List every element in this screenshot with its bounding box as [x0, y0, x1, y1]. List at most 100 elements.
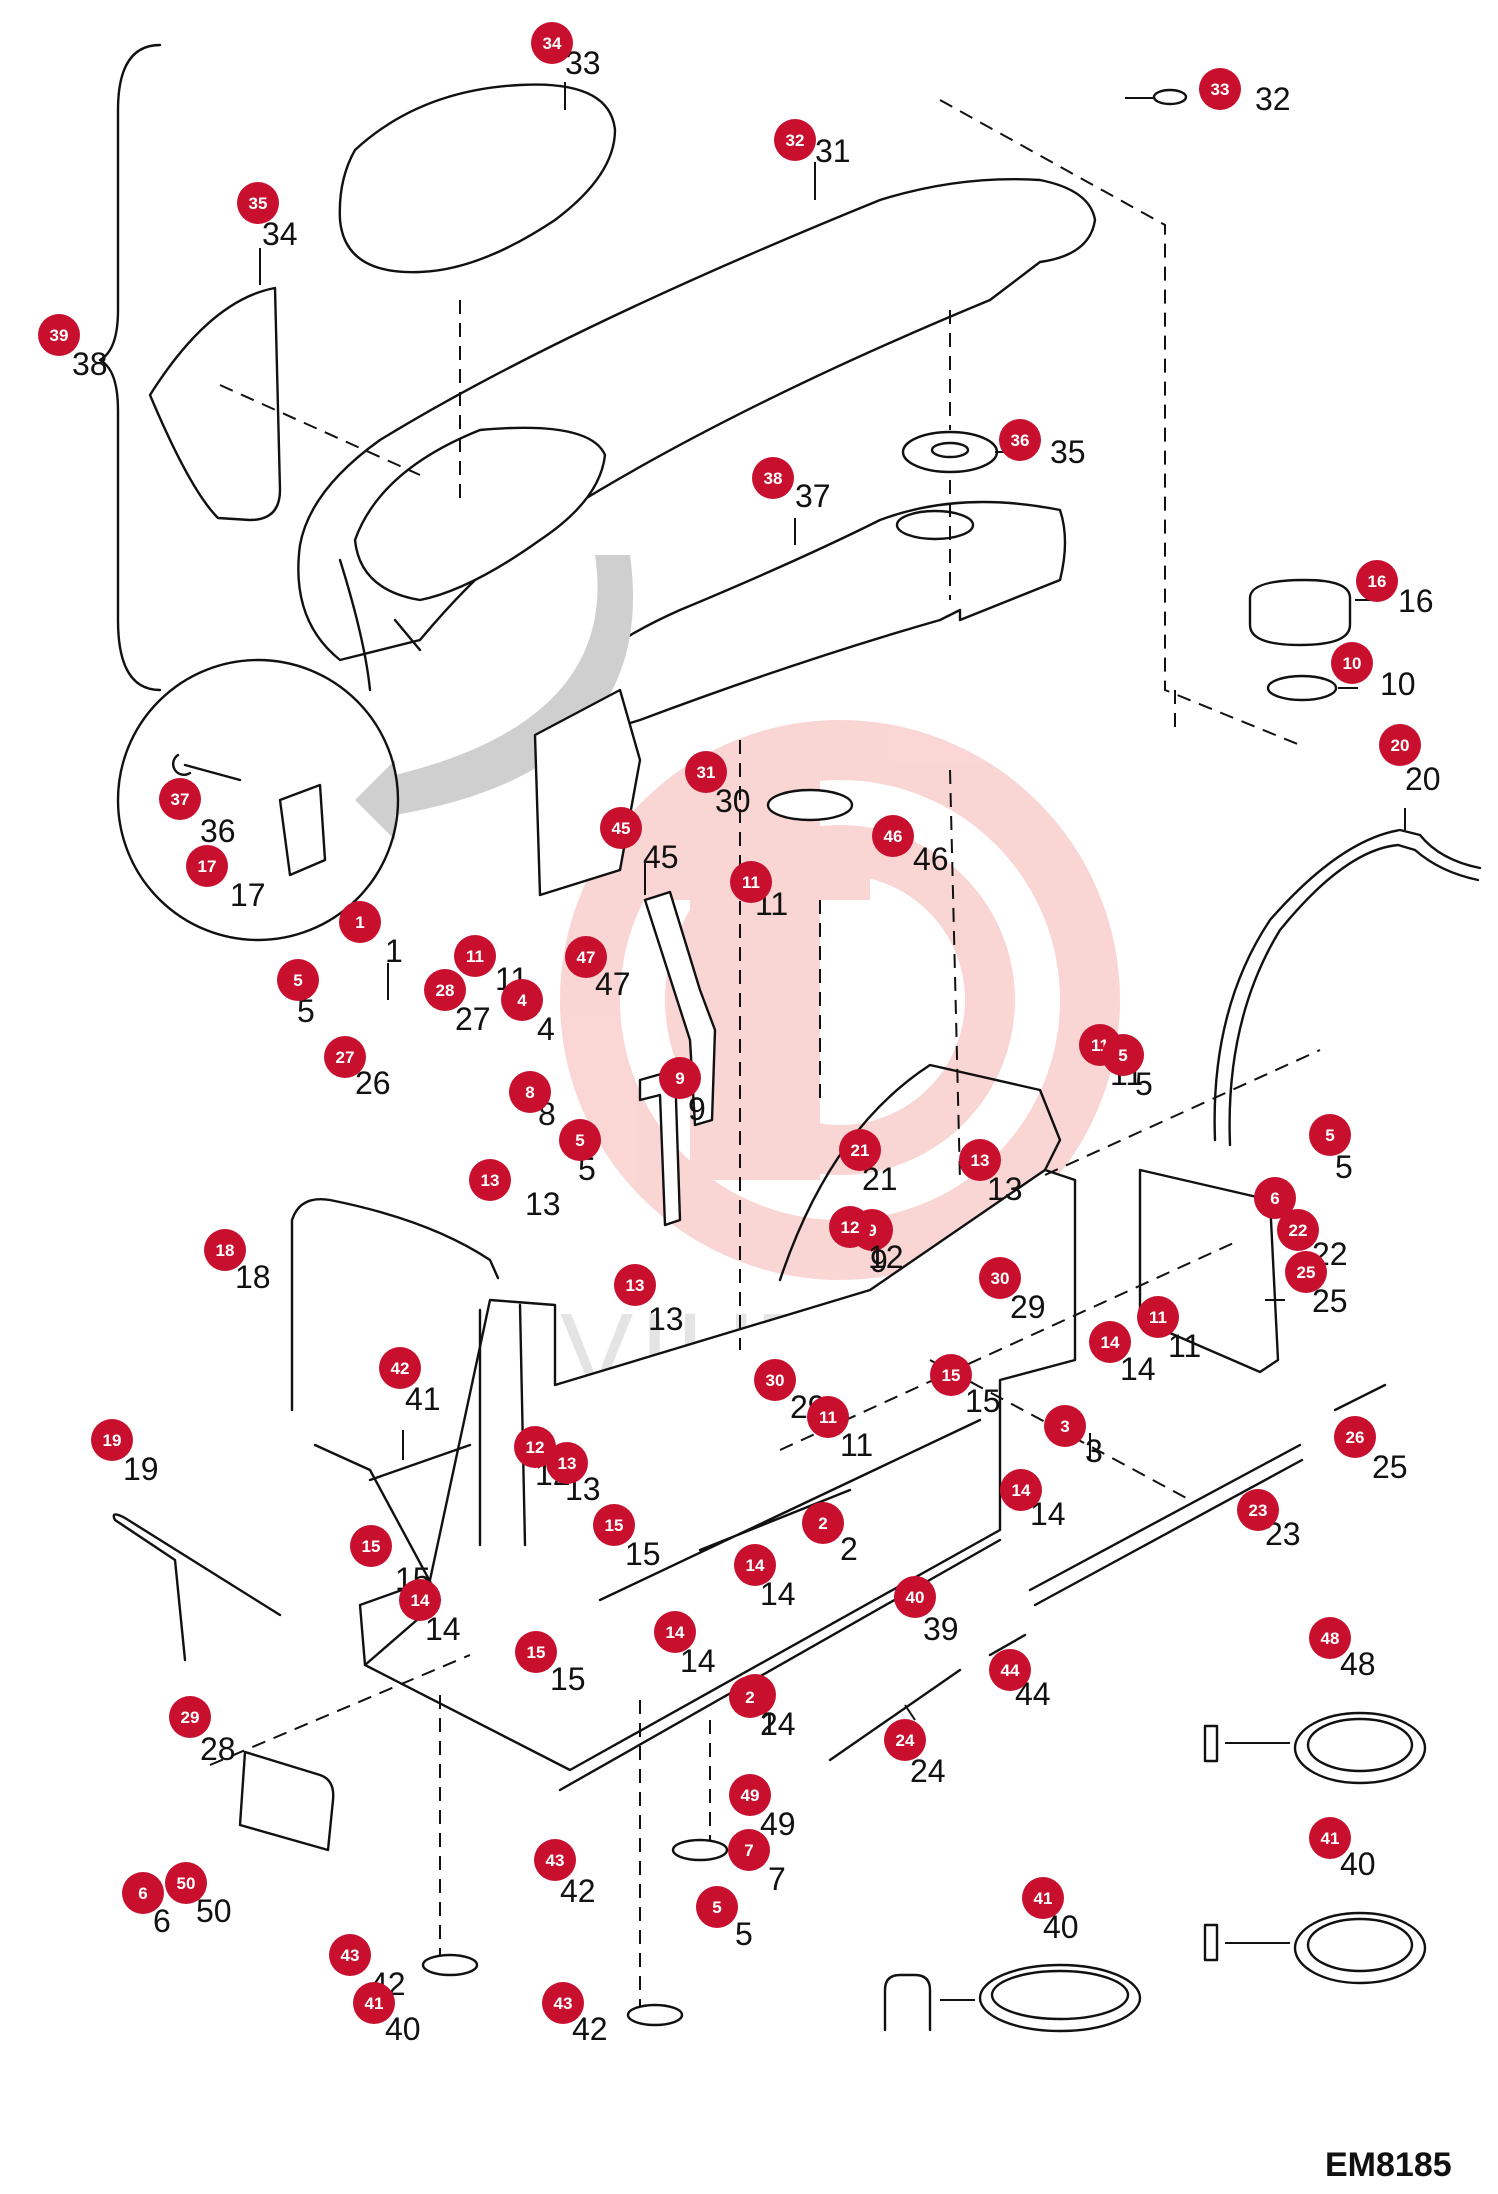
part-number-label: 5 — [1135, 1066, 1153, 1102]
callout-badge: 36 — [999, 419, 1041, 461]
callout-badge-number: 28 — [436, 981, 455, 1000]
callout-badge-circle — [353, 1982, 395, 2024]
callout-badge: 40 — [894, 1576, 936, 1618]
part-number-label: 17 — [230, 877, 266, 913]
part-number-label: 1 — [385, 933, 403, 969]
part-number-label: 5 — [735, 1916, 753, 1952]
callout-badge: 35 — [237, 182, 279, 224]
callout-badge-circle — [379, 1347, 421, 1389]
callout-badge-circle — [839, 1129, 881, 1171]
callout-badge: 30 — [979, 1257, 1021, 1299]
callout-badge-circle — [829, 1206, 871, 1248]
assembly-line-f — [209, 1654, 471, 1766]
coil-49 — [1203, 1911, 1427, 1985]
callout-badge-number: 26 — [1346, 1428, 1365, 1447]
callout-badge-circle — [989, 1649, 1031, 1691]
callout-badge-circle — [501, 979, 543, 1021]
callout-badge-circle — [38, 314, 80, 356]
callout-badge-circle — [165, 1862, 207, 1904]
assembly-line-a — [939, 99, 1301, 746]
callout-badge-number: 43 — [546, 1851, 565, 1870]
callout-badge-number: 12 — [841, 1218, 860, 1237]
callout-badge-number: 36 — [1011, 431, 1030, 450]
part-number-label: 3 — [1085, 1433, 1103, 1469]
callout-badge-number: 1 — [355, 913, 364, 932]
coil-48 — [1203, 1711, 1427, 1785]
clamp-10 — [1266, 674, 1338, 702]
callout-badge: 8 — [509, 1071, 551, 1113]
key-36 — [171, 753, 242, 782]
callout-badge: 15 — [350, 1525, 392, 1567]
strip-25 — [1333, 1383, 1387, 1412]
callout-badge-circle — [1309, 1817, 1351, 1859]
callout-badge-number: 2 — [818, 1514, 827, 1533]
ring-35-hole — [930, 441, 970, 459]
assembly-line-l — [819, 769, 961, 1181]
part-number-label: 10 — [1380, 666, 1416, 702]
callout-badge-circle — [729, 1676, 771, 1718]
washer-30 — [766, 788, 854, 822]
callout-badge: 50 — [165, 1862, 207, 1904]
callout-badge-number: 19 — [103, 1431, 122, 1450]
part-number-label: 20 — [1405, 761, 1441, 797]
callout-badge: 19 — [91, 1419, 133, 1461]
part-number-label: 16 — [1398, 583, 1434, 619]
callout-badge-number: 11 — [1149, 1308, 1167, 1327]
part-number-label: 27 — [455, 1001, 491, 1037]
callout-badge-number: 33 — [1211, 80, 1230, 99]
callout-badge-number: 39 — [50, 326, 69, 345]
part-number-label: 42 — [560, 1873, 596, 1909]
callout-badge: 5 — [277, 959, 319, 1001]
coil-50 — [883, 1963, 1142, 2033]
edge-seal-20-inner — [1228, 843, 1480, 1147]
callout-badge-circle — [884, 1719, 926, 1761]
callout-badge-circle — [1022, 1877, 1064, 1919]
callout-badge-circle — [1237, 1489, 1279, 1531]
callout-badge-circle — [734, 1544, 776, 1586]
callout-badge-circle — [122, 1872, 164, 1914]
part-number-label: 9 — [870, 1243, 888, 1279]
tray-37 — [568, 500, 1067, 737]
callout-badge: 11 — [730, 861, 772, 903]
callout-badge-number: 5 — [575, 1131, 584, 1150]
callout-badge-circle — [999, 419, 1041, 461]
callout-badge-number: 43 — [554, 1994, 573, 2013]
callout-badge-number: 18 — [216, 1241, 235, 1260]
callout-badge: 15 — [930, 1354, 972, 1396]
callout-badge-circle — [1102, 1034, 1144, 1076]
part-number-label: 47 — [595, 966, 631, 1002]
callout-badge-circle — [509, 1071, 551, 1113]
callout-badge: 18 — [204, 1229, 246, 1271]
callout-badge-circle — [774, 119, 816, 161]
callout-badge-circle — [930, 1354, 972, 1396]
part-number-label: 38 — [72, 346, 108, 382]
callout-badge: 5 — [559, 1119, 601, 1161]
callout-badge-circle — [339, 901, 381, 943]
part-number-label: 15 — [965, 1383, 1001, 1419]
callout-badge-circle — [1379, 724, 1421, 766]
callout-badge-circle — [542, 1982, 584, 2024]
part-number-label: 30 — [715, 783, 751, 819]
part-number-label: 15 — [550, 1661, 586, 1697]
part-number-label: 11 — [840, 1427, 873, 1463]
seal-19 — [112, 1513, 282, 1662]
callout-badge-circle — [469, 1159, 511, 1201]
callout-badge-number: 15 — [527, 1643, 546, 1662]
callout-badge: 46 — [872, 815, 914, 857]
callout-badge-circle — [324, 1036, 366, 1078]
callout-badge-number: 16 — [1368, 572, 1387, 591]
part-number-label: 7 — [768, 1861, 786, 1897]
callout-badge-circle — [730, 861, 772, 903]
callout-badge-circle — [959, 1139, 1001, 1181]
callout-badge-number: 6 — [1270, 1189, 1279, 1208]
callout-badge-circle — [186, 845, 228, 887]
callout-badge-number: 14 — [746, 1556, 765, 1575]
callout-badge: 21 — [839, 1129, 881, 1171]
callout-badge-number: 38 — [764, 469, 783, 488]
part-number-label: 2 — [840, 1531, 858, 1567]
callout-badge-number: 17 — [198, 857, 217, 876]
callout-badge-circle — [752, 457, 794, 499]
callout-badge-number: 14 — [411, 1591, 430, 1610]
callout-badge-number: 9 — [675, 1069, 684, 1088]
